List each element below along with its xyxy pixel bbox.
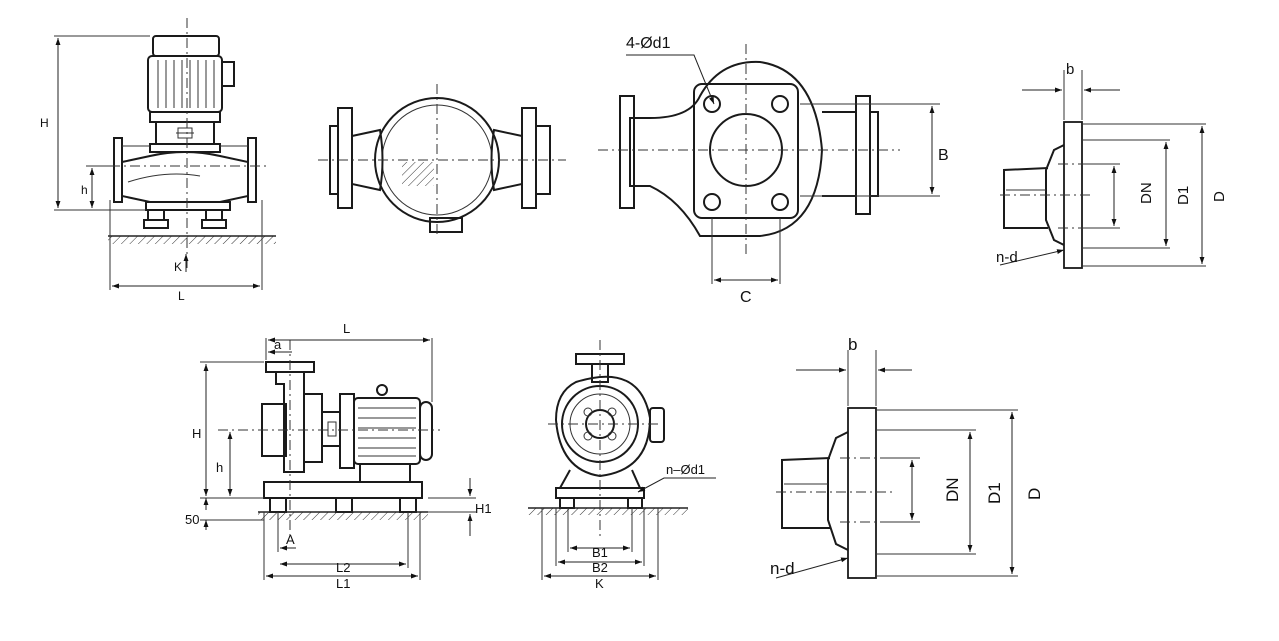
flange2-label-b: b [848,335,857,354]
dim-label-L1: L1 [336,576,350,591]
dim-label-C: C [740,289,752,306]
flange-label-DN: DN [1138,182,1155,204]
horizontal-pump-end-view: n–Ød1 B1 B2 K [528,340,716,591]
label-n-d1: n–Ød1 [666,462,705,477]
flange2-label-D: D [1025,488,1044,500]
vertical-pump-top-view [318,84,566,236]
dim-label-B: B [938,147,949,164]
label-4-d1: 4-Ød1 [626,35,671,52]
dim-label-a: a [274,337,282,352]
flange-label-b: b [1066,61,1074,78]
dim-label-K: K [174,260,182,274]
dim-label-L: L [178,289,185,303]
dim-label-A: A [286,532,295,547]
flange2-label-n-d: n-d [770,559,795,578]
dim-label-L2: L2 [336,560,350,575]
dim-label-h-side: h [216,460,223,475]
vertical-pump-front-view: H h K L [40,18,276,303]
dim-label-B2: B2 [592,560,608,575]
flange-detail-bottom: b DN D1 D n-d [770,335,1044,579]
flange-label-D1: D1 [1175,186,1192,205]
base-flange-top-view: 4-Ød1 B C [598,35,949,306]
dim-label-B1: B1 [592,545,608,560]
horizontal-pump-side-view: a L H h 50 H1 A L2 L1 [185,321,492,591]
dim-label-H: H [40,116,49,130]
flange2-label-D1: D1 [985,482,1004,504]
dim-label-50: 50 [185,512,199,527]
flange-detail-top: b DN D1 D n-d [996,61,1228,269]
flange2-label-DN: DN [943,477,962,502]
flange-label-n-d: n-d [996,249,1018,266]
nameplate-hatch [402,162,434,186]
dim-label-H1: H1 [475,501,492,516]
dim-label-K-end: K [595,576,604,591]
flange-label-D: D [1211,191,1228,202]
dim-label-H-side: H [192,426,201,441]
dim-label-h: h [81,183,88,197]
dim-label-L-top: L [343,321,350,336]
